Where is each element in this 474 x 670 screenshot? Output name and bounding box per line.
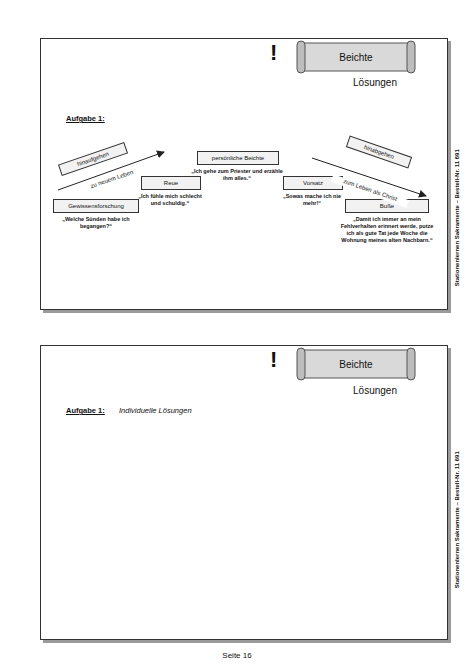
quote-text: „Welche Sünden habe ich begangen?“ — [46, 216, 146, 230]
page-label: Seite 16 — [200, 651, 274, 661]
step-box: Gewissensforschung — [53, 199, 139, 213]
step-box: Buße — [345, 199, 429, 213]
title-banner: Beichte — [296, 347, 416, 381]
tilted-step-box: hinaufgehen — [58, 142, 128, 176]
exclamation-mark: ! — [270, 346, 284, 374]
side-order-text: Stationenlernen Sakramente – Bestell-Nr.… — [454, 123, 462, 313]
arrow-label: zu neuem Leben — [78, 165, 147, 195]
exclamation-mark: ! — [270, 39, 284, 67]
step-label: Gewissensforschung — [68, 203, 124, 209]
page-label: Lösungen — [340, 385, 410, 398]
task-heading: Aufgabe 1: — [66, 114, 105, 123]
step-label: hinaufgehen — [76, 151, 109, 167]
quote-text: „Sowas mache ich nie mehr!“ — [276, 193, 348, 207]
step-label: Vorsatz — [303, 180, 323, 186]
tilted-step-box: hinabgehen — [346, 136, 412, 169]
quote-text: „Ich gehe zum Priester und erzähle ihm a… — [190, 168, 284, 182]
step-label: Buße — [380, 203, 394, 209]
side-order-text: Stationenlernen Sakramente – Bestell-Nr.… — [454, 425, 462, 615]
step-label: Reue — [164, 180, 178, 186]
quote-text: „Ich fühle mich schlecht und schuldig.“ — [134, 193, 206, 207]
task-note: Individuelle Lösungen — [119, 406, 192, 415]
title-banner: Beichte — [296, 40, 416, 74]
step-label: persönliche Beichte — [212, 155, 264, 161]
page-label: Lösungen — [340, 77, 410, 90]
step-label: hinabgehen — [363, 144, 395, 160]
task-heading: Aufgabe 1: — [66, 406, 105, 415]
quote-text: „Damit ich immer an mein Fehlverhalten e… — [338, 216, 436, 244]
step-box: persönliche Beichte — [197, 151, 279, 165]
banner-title: Beichte — [339, 52, 372, 63]
banner-title: Beichte — [339, 359, 372, 370]
step-box: Reue — [141, 176, 201, 190]
